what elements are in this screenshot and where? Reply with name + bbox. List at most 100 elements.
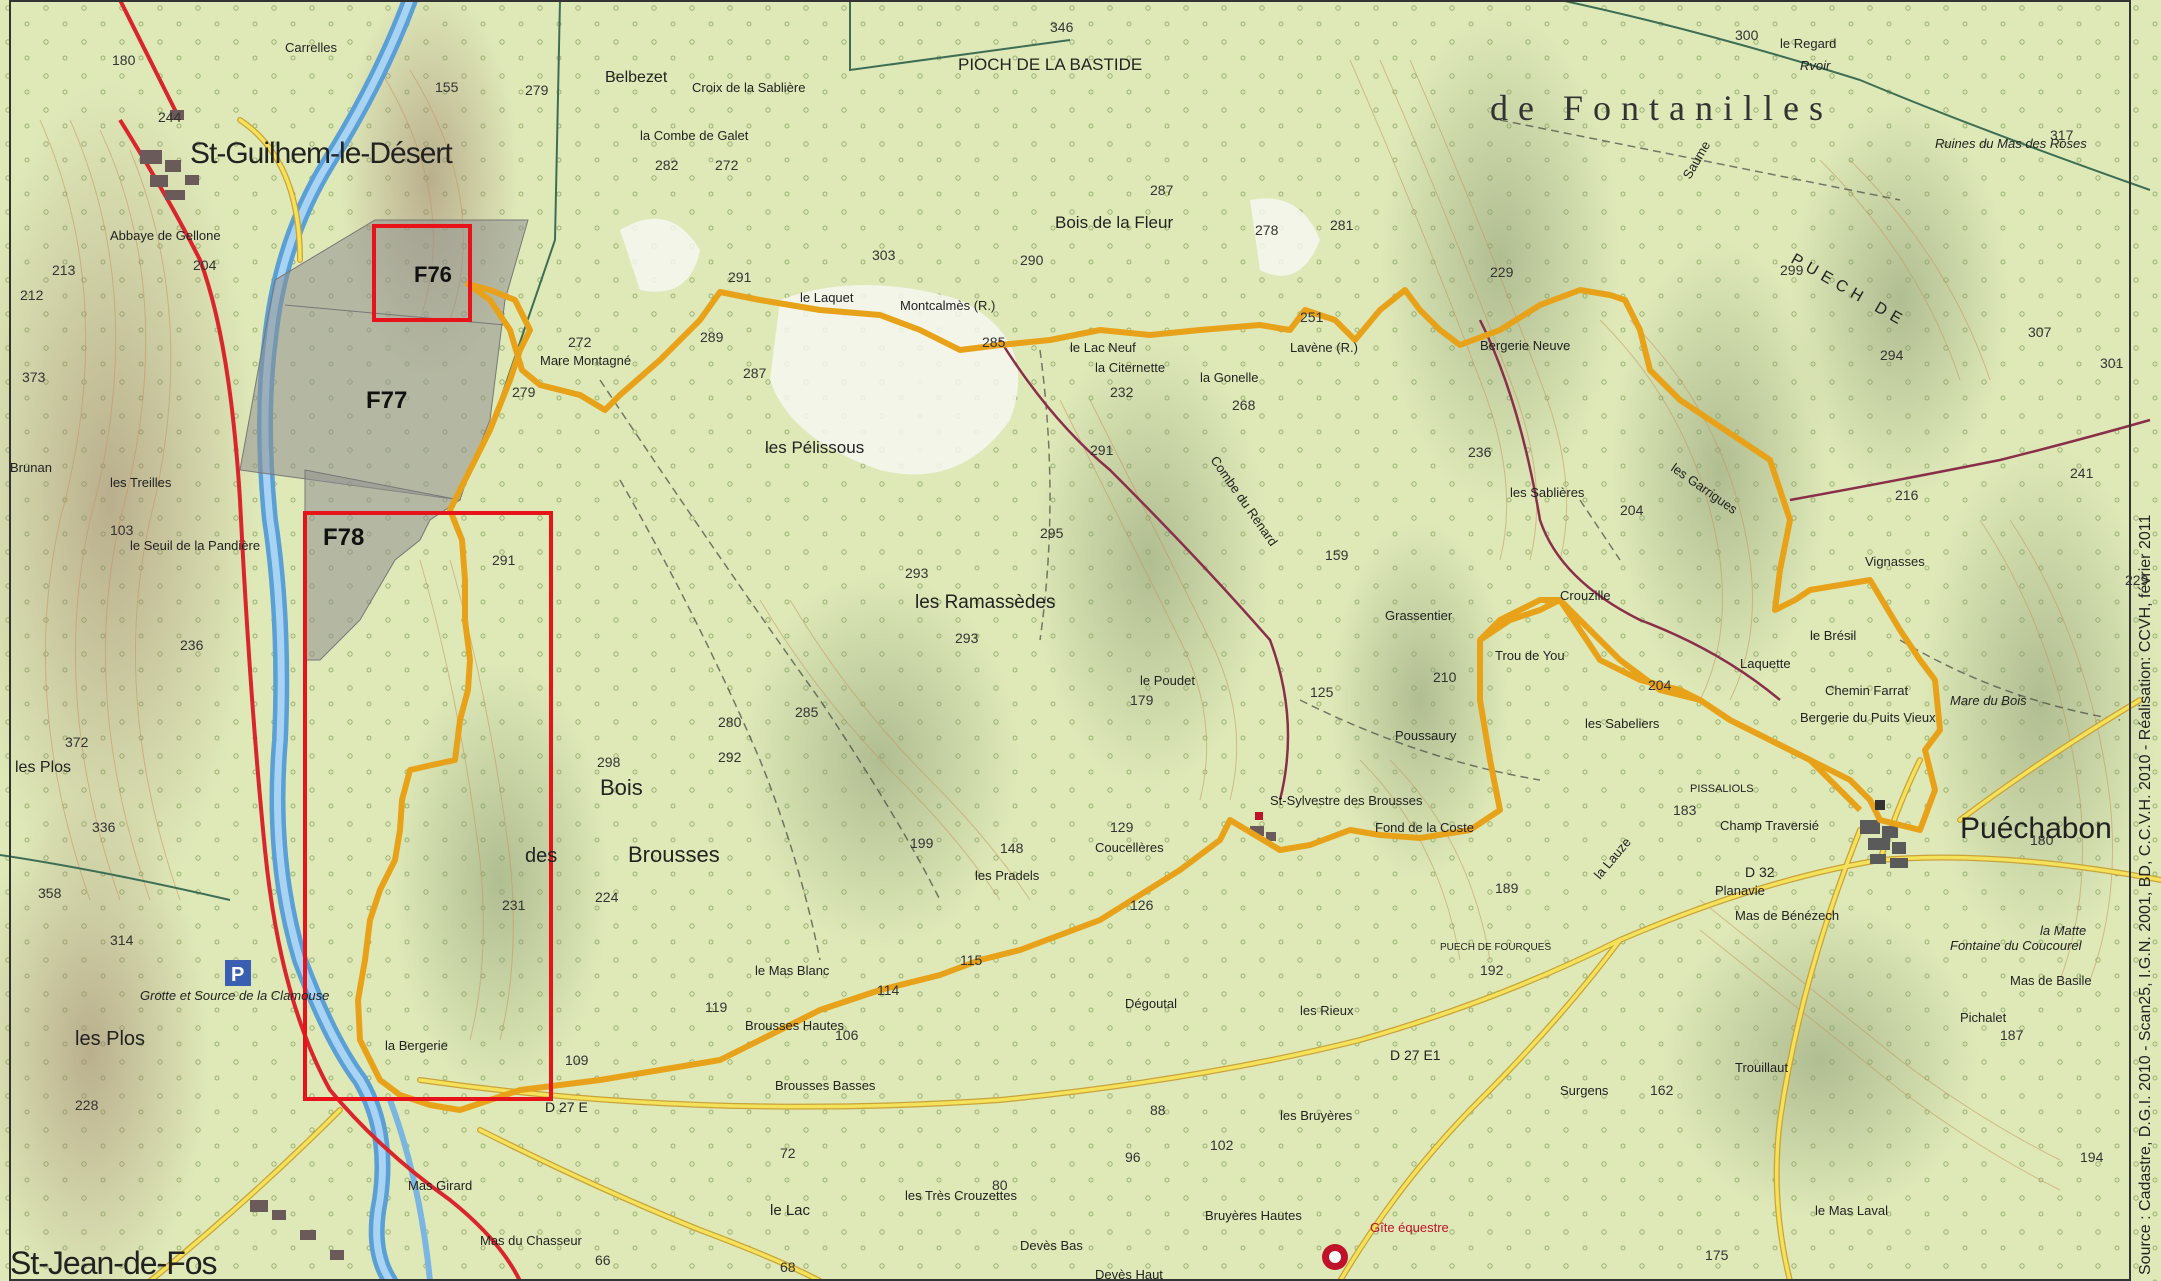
label-le-lac: le Lac — [770, 1202, 811, 1219]
label-montcalmes: Montcalmès (R.) — [900, 298, 995, 313]
height-213: 213 — [52, 262, 76, 278]
label-grassentier: Grassentier — [1385, 608, 1453, 623]
zone-label-f76: F76 — [414, 262, 452, 287]
height-291c: 291 — [492, 552, 516, 568]
height-68: 68 — [780, 1259, 796, 1275]
height-303: 303 — [872, 247, 896, 263]
village-st-guilhem — [140, 110, 199, 200]
height-295: 295 — [1040, 525, 1064, 541]
label-les-plos-top: les Plos — [15, 759, 71, 776]
label-deves-bas: Devès Bas — [1020, 1238, 1083, 1253]
height-272b: 272 — [568, 334, 592, 350]
height-280: 280 — [718, 714, 742, 730]
height-231: 231 — [502, 897, 526, 913]
height-251: 251 — [1300, 309, 1324, 325]
svg-text:P: P — [231, 964, 244, 986]
label-bruyeres-hautes: Bruyères Hautes — [1205, 1208, 1302, 1223]
label-bergerie-neuve: Bergerie Neuve — [1480, 338, 1570, 353]
label-coucelleres: Coucellères — [1095, 840, 1164, 855]
height-66: 66 — [595, 1252, 611, 1268]
road-red-north — [118, 0, 182, 121]
height-346: 346 — [1050, 19, 1074, 35]
height-159: 159 — [1325, 547, 1349, 563]
height-192: 192 — [1480, 962, 1504, 978]
height-236b: 236 — [180, 637, 204, 653]
height-80: 80 — [992, 1177, 1008, 1193]
place-pioch-bastide: PIOCH DE LA BASTIDE — [958, 55, 1142, 74]
river-mas-girard — [387, 1098, 433, 1281]
label-surgens: Surgens — [1560, 1083, 1609, 1098]
height-109: 109 — [565, 1052, 589, 1068]
zone-label-f78: F78 — [323, 524, 364, 551]
label-vignasses: Vignasses — [1865, 554, 1925, 569]
height-236: 236 — [1468, 444, 1492, 460]
road-red-d4 — [118, 118, 522, 1281]
label-croix-sabliere: Croix de la Sablière — [692, 80, 805, 95]
height-224: 224 — [595, 889, 619, 905]
hiking-trail-loop — [1477, 597, 1863, 813]
place-fontanilles: de Fontanilles — [1490, 88, 1833, 128]
height-119: 119 — [705, 999, 728, 1015]
height-88: 88 — [1150, 1102, 1166, 1118]
height-180: 180 — [2030, 832, 2054, 848]
label-bergerie-puits: Bergerie du Puits Vieux — [1800, 710, 1936, 725]
height-299: 299 — [1780, 262, 1804, 278]
height-244: 244 — [158, 109, 182, 125]
place-brousses: Brousses — [628, 842, 720, 867]
label-mas-de-basile: Mas de Basile — [2010, 973, 2092, 988]
height-272a: 272 — [715, 157, 739, 173]
height-278: 278 — [1255, 222, 1279, 238]
label-brousses-hautes: Brousses Hautes — [745, 1018, 844, 1033]
height-281: 281 — [1330, 217, 1354, 233]
height-279a: 279 — [525, 82, 549, 98]
place-des: des — [525, 845, 557, 867]
height-204b: 204 — [1648, 677, 1672, 693]
label-degoutal: Dégoutal — [1125, 996, 1177, 1011]
height-212: 212 — [20, 287, 44, 303]
height-268: 268 — [1232, 397, 1256, 413]
height-314: 314 — [110, 932, 134, 948]
source-credit: Source : Cadastre, D.G.I. 2010 - Scan25,… — [2137, 515, 2154, 1275]
height-162: 162 — [1650, 1082, 1674, 1098]
label-tres-crouzettes: les Très Crouzettes — [905, 1188, 1017, 1203]
label-laquette: Laquette — [1740, 656, 1791, 671]
height-228: 228 — [75, 1097, 99, 1113]
label-gonelle: la Gonelle — [1200, 370, 1259, 385]
label-combe-galet: la Combe de Galet — [640, 128, 749, 143]
label-pradels: les Pradels — [975, 868, 1040, 883]
height-241: 241 — [2070, 465, 2094, 481]
height-293b: 293 — [955, 630, 979, 646]
label-abbaye: Abbaye de Gellone — [110, 228, 221, 243]
label-fond-coste: Fond de la Coste — [1375, 820, 1474, 835]
label-grotte-source: Grotte et Source de la Clamouse — [140, 988, 329, 1003]
label-sablieres: les Sablières — [1510, 485, 1585, 500]
commune-boundary-ne — [1789, 418, 2151, 502]
height-285b: 285 — [795, 704, 819, 720]
label-mas-laval: le Mas Laval — [1815, 1203, 1888, 1218]
commune-boundary — [998, 339, 1290, 801]
label-citernette: la Citernette — [1095, 360, 1165, 375]
label-bruyeres: les Bruyères — [1280, 1108, 1353, 1123]
height-189: 189 — [1495, 880, 1519, 896]
height-216: 216 — [1895, 487, 1919, 503]
hamlet-st-sylvestre — [1250, 826, 1276, 841]
place-bois-fleur: Bois de la Fleur — [1055, 213, 1173, 232]
label-planavie: Planavie — [1715, 883, 1765, 898]
label-fontaine-coucourel: Fontaine du Coucourel — [1950, 938, 2083, 953]
label-poussaury: Poussaury — [1395, 728, 1457, 743]
height-180b: 180 — [112, 52, 136, 68]
village-puechabon — [1860, 820, 1908, 868]
label-trouillaut: Trouillaut — [1735, 1060, 1788, 1075]
label-chemin-farrat: Chemin Farrat — [1825, 683, 1908, 698]
height-293a: 293 — [905, 565, 929, 581]
height-294: 294 — [1880, 347, 1904, 363]
height-102: 102 — [1210, 1137, 1234, 1153]
height-282: 282 — [655, 157, 679, 173]
label-rvoir: Rvoir — [1800, 58, 1831, 73]
label-mas-blanc: le Mas Blanc — [755, 963, 830, 978]
place-bois: Bois — [600, 775, 643, 800]
label-lavene: Lavène (R.) — [1290, 340, 1358, 355]
height-291b: 291 — [1090, 442, 1114, 458]
height-115: 115 — [960, 952, 983, 968]
label-mas-girard: Mas Girard — [408, 1178, 472, 1193]
